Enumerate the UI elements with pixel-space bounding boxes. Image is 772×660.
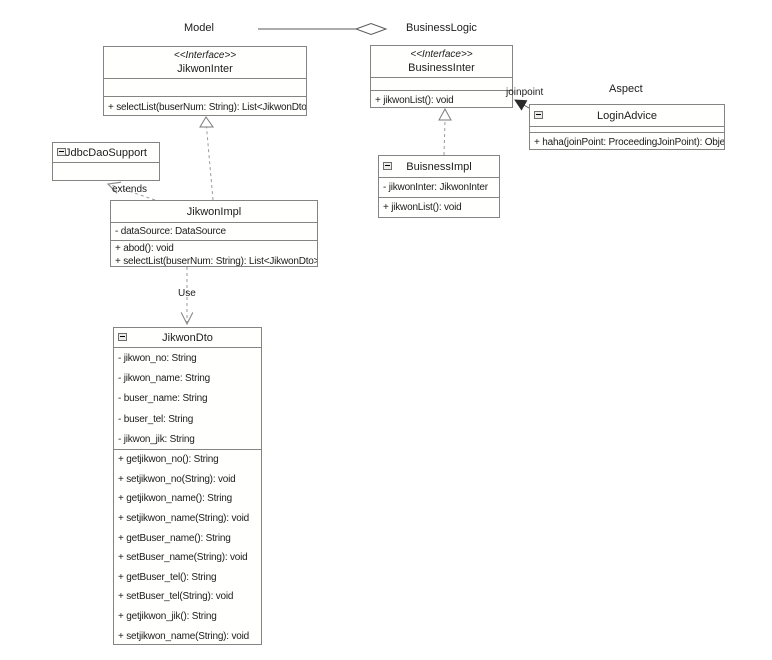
jikwonimpl-method: + abod(): void [115,243,174,254]
class-jikwondto[interactable]: JikwonDto - jikwon_no: String - jikwon_n… [113,327,262,645]
collapse-icon[interactable] [383,161,392,170]
realization-jikwonimpl-jikwoninter [206,126,214,201]
jikwondto-method: + getjikwon_name(): String [118,493,233,505]
businessinter-attributes-empty [371,77,512,90]
class-loginadvice[interactable]: LoginAdvice + haha(joinPoint: Proceeding… [529,104,725,150]
jikwoninter-method: + selectList(buserNum: String): List<Jik… [108,101,306,113]
class-jdbcdaosupport[interactable]: JdbcDaoSupport [52,142,160,181]
realization-triangle-jikwoninter [199,116,214,128]
aggregation-diamond [354,22,388,36]
jikwondto-method: + getjikwon_jik(): String [118,611,217,623]
aspect-label: Aspect [609,83,643,95]
class-jikwoninter[interactable]: <<Interface>> JikwonInter + selectList(b… [103,46,307,116]
jikwondto-attribute: - buser_name: String [118,393,208,405]
model-label: Model [184,22,214,34]
jikwondto-method: + setBuser_tel(String): void [118,591,234,603]
jikwondto-method: + getBuser_tel(): String [118,571,217,583]
realization-buisnessimpl-businessinter [443,120,446,156]
jikwonimpl-attribute: - dataSource: DataSource [115,226,226,237]
extends-label: extends [112,184,148,195]
class-jikwonimpl[interactable]: JikwonImpl - dataSource: DataSource + ab… [110,200,318,267]
collapse-icon[interactable] [57,147,66,156]
jikwonimpl-name: JikwonImpl [186,205,242,218]
businessinter-method: + jikwonList(): void [375,94,454,106]
class-businessinter[interactable]: <<Interface>> BusinessInter + jikwonList… [370,45,513,108]
extends-line-jikwonimpl-jdbcdaosupport [108,184,156,201]
jikwondto-method: + setjikwon_name(String): void [118,630,250,642]
collapse-icon[interactable] [118,332,127,341]
loginadvice-method: + haha(joinPoint: ProceedingJoinPoint): … [534,136,724,148]
jikwoninter-name: JikwonInter [177,63,233,75]
jdbcdaosupport-name: JdbcDaoSupport [65,146,147,159]
jikwondto-method: + setjikwon_no(String): void [118,473,236,485]
jikwondto-attribute: - jikwon_name: String [118,373,210,385]
jdbcdaosupport-body-empty [53,162,159,181]
loginadvice-attributes-empty [530,126,724,132]
loginadvice-name: LoginAdvice [597,109,657,122]
buisnessimpl-attribute: - jikwonInter: JikwonInter [383,182,488,193]
jikwondto-method: + getBuser_name(): String [118,532,231,544]
businessinter-name: BusinessInter [408,62,475,74]
businesslogic-label: BusinessLogic [406,22,477,34]
jikwondto-name: JikwonDto [162,331,213,344]
jikwonimpl-method: + selectList(buserNum: String): List<Jik… [115,256,317,267]
jikwoninter-attributes-empty [104,78,306,96]
jikwondto-method: + getjikwon_no(): String [118,454,219,466]
jikwondto-attribute: - jikwon_jik: String [118,434,195,446]
realization-triangle-businessinter [438,107,452,121]
businessinter-stereotype: <<Interface>> [410,49,473,60]
class-buisnessimpl[interactable]: BuisnessImpl - jikwonInter: JikwonInter … [378,155,500,218]
jikwondto-attribute: - jikwon_no: String [118,352,197,364]
jikwondto-method: + setBuser_name(String): void [118,552,248,564]
buisnessimpl-name: BuisnessImpl [406,160,472,173]
use-label: Use [178,288,196,299]
jikwondto-attribute: - buser_tel: String [118,413,194,425]
collapse-icon[interactable] [534,110,543,119]
joinpoint-label: joinpoint [506,87,544,98]
joinpoint-line-loginadvice-businessinter [514,99,530,111]
buisnessimpl-method: + jikwonList(): void [383,202,462,213]
jikwoninter-stereotype: <<Interface>> [173,50,237,61]
jikwondto-method: + setjikwon_name(String): void [118,513,250,525]
